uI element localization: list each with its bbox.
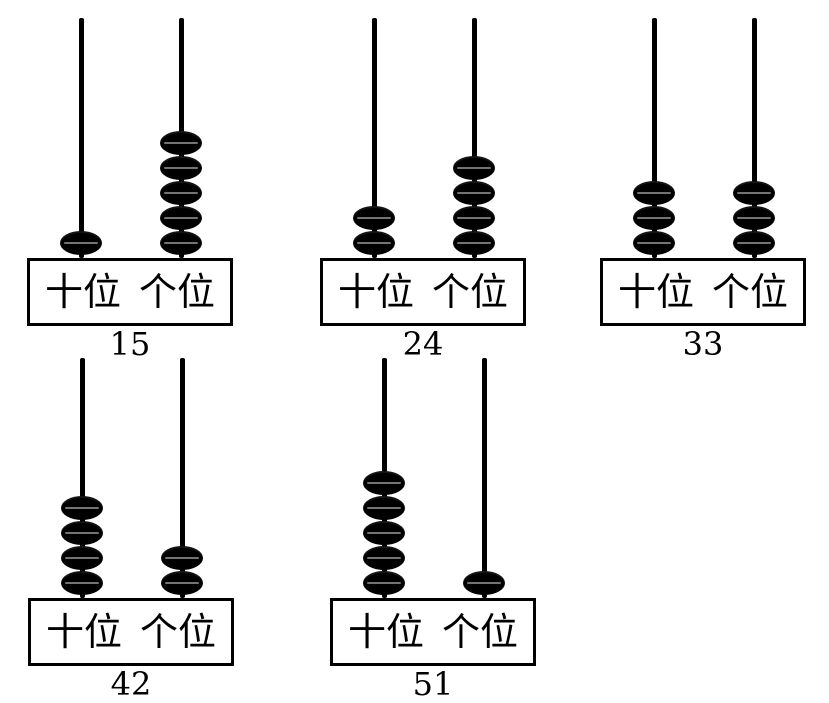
ones-bead [161, 571, 203, 595]
tens-bead [363, 571, 405, 595]
bead-highlight [164, 167, 198, 169]
tens-bead [60, 231, 102, 255]
ones-bead [453, 206, 495, 230]
bead-highlight [164, 142, 198, 144]
ones-label: 个位 [140, 610, 217, 654]
bead-highlight [164, 192, 198, 194]
place-labels: 十位个位 [45, 273, 215, 311]
bead-highlight [164, 242, 198, 244]
bead-highlight [357, 242, 391, 244]
ones-bead [463, 571, 505, 595]
bead-highlight [65, 532, 99, 534]
bead-highlight [737, 217, 771, 219]
ones-bead [453, 231, 495, 255]
abacus-base: 十位个位 [28, 598, 234, 666]
ones-bead [453, 181, 495, 205]
bead-highlight [367, 532, 401, 534]
ones-bead [160, 231, 202, 255]
ones-bead [161, 546, 203, 570]
tens-label: 十位 [347, 610, 424, 654]
bead-highlight [165, 557, 199, 559]
tens-label: 十位 [44, 270, 121, 314]
bead-highlight [367, 482, 401, 484]
bead-highlight [367, 557, 401, 559]
ones-label: 个位 [442, 610, 519, 654]
abacus-base: 十位个位 [320, 258, 526, 326]
tens-bead [633, 206, 675, 230]
bead-highlight [737, 242, 771, 244]
bead-highlight [64, 242, 98, 244]
place-labels: 十位个位 [46, 613, 216, 651]
ones-label: 个位 [139, 270, 216, 314]
ones-label: 个位 [712, 270, 789, 314]
ones-bead [160, 156, 202, 180]
ones-bead [453, 156, 495, 180]
tens-rod [79, 18, 84, 258]
ones-rod [752, 18, 757, 258]
abacus-number: 42 [110, 665, 152, 703]
tens-rod [652, 18, 657, 258]
bead-highlight [457, 192, 491, 194]
bead-highlight [637, 242, 671, 244]
ones-bead [160, 206, 202, 230]
abacus-base: 十位个位 [27, 258, 233, 326]
ones-rod [180, 358, 185, 598]
bead-highlight [457, 167, 491, 169]
tens-bead [633, 231, 675, 255]
tens-bead [353, 206, 395, 230]
bead-highlight [367, 582, 401, 584]
bead-highlight [165, 582, 199, 584]
tens-bead [633, 181, 675, 205]
bead-highlight [457, 242, 491, 244]
tens-label: 十位 [45, 610, 122, 654]
abacus-33: 十位个位 33 [600, 18, 810, 363]
tens-bead [363, 521, 405, 545]
abacus-42: 十位个位 42 [28, 358, 238, 703]
bead-highlight [637, 217, 671, 219]
bead-highlight [367, 507, 401, 509]
ones-bead [160, 181, 202, 205]
bead-highlight [65, 557, 99, 559]
ones-bead [160, 131, 202, 155]
tens-bead [363, 471, 405, 495]
place-labels: 十位个位 [618, 273, 788, 311]
tens-rod [80, 358, 85, 598]
tens-rod [372, 18, 377, 258]
abacus-51: 十位个位 51 [330, 358, 540, 703]
tens-bead [363, 496, 405, 520]
tens-label: 十位 [337, 270, 414, 314]
tens-label: 十位 [617, 270, 694, 314]
abacus-number: 15 [109, 325, 151, 363]
bead-highlight [65, 582, 99, 584]
ones-bead [733, 181, 775, 205]
tens-bead [61, 571, 103, 595]
ones-rod [472, 18, 477, 258]
tens-bead [353, 231, 395, 255]
abacus-number: 24 [402, 325, 444, 363]
tens-bead [61, 546, 103, 570]
ones-bead [733, 206, 775, 230]
bead-highlight [457, 217, 491, 219]
tens-bead [61, 496, 103, 520]
bead-highlight [357, 217, 391, 219]
place-labels: 十位个位 [348, 613, 518, 651]
ones-rod [482, 358, 487, 598]
ones-bead [733, 231, 775, 255]
abacus-number: 51 [412, 665, 454, 703]
bead-highlight [467, 582, 501, 584]
tens-bead [61, 521, 103, 545]
abacus-number: 33 [682, 325, 724, 363]
ones-label: 个位 [432, 270, 509, 314]
bead-highlight [65, 507, 99, 509]
abacus-base: 十位个位 [600, 258, 806, 326]
tens-bead [363, 546, 405, 570]
bead-highlight [737, 192, 771, 194]
place-labels: 十位个位 [338, 273, 508, 311]
abacus-15: 十位个位 15 [27, 18, 237, 363]
bead-highlight [164, 217, 198, 219]
abacus-24: 十位个位 24 [320, 18, 530, 363]
abacus-base: 十位个位 [330, 598, 536, 666]
bead-highlight [637, 192, 671, 194]
